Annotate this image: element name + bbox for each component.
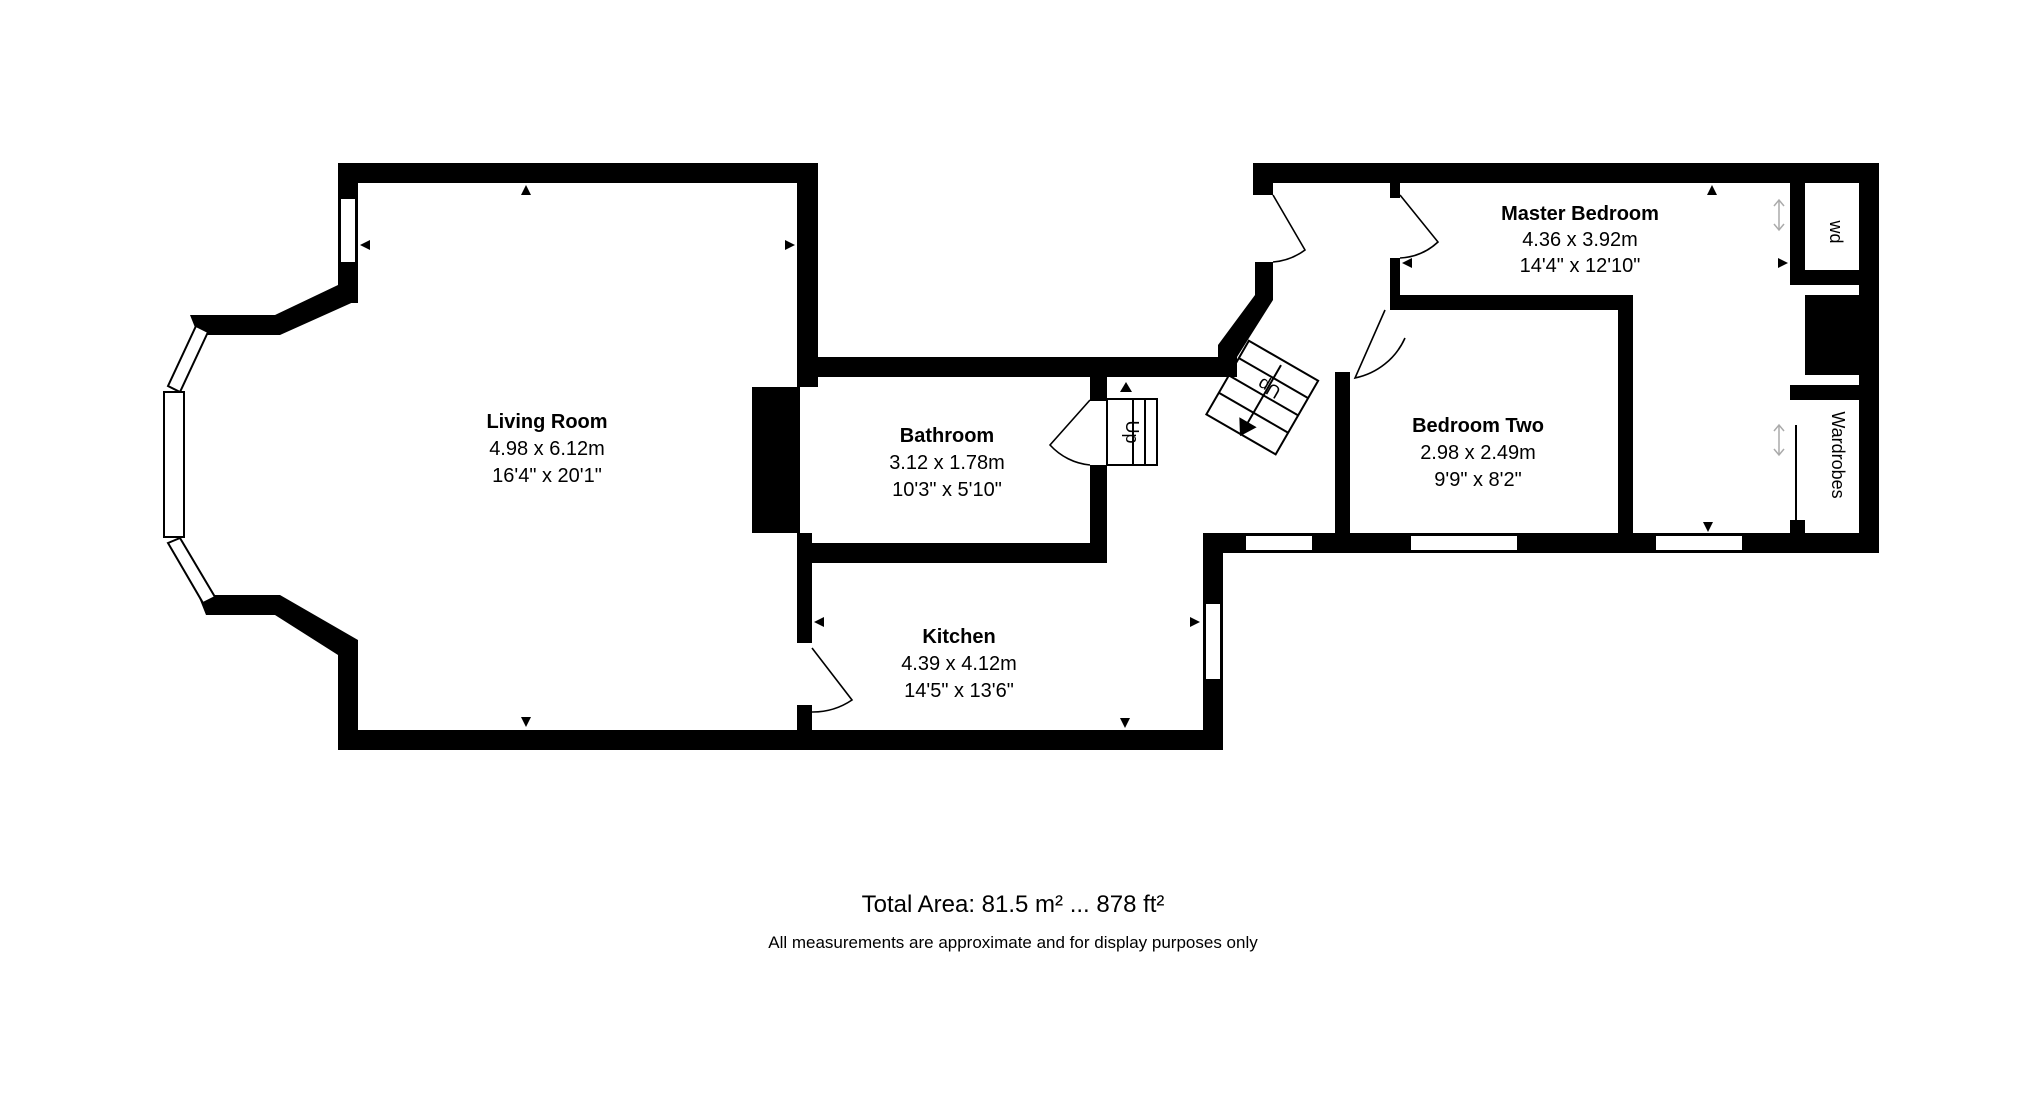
kitchen-label: Kitchen 4.39 x 4.12m 14'5" x 13'6" (901, 626, 1017, 702)
master-bedroom-label: Master Bedroom 4.36 x 3.92m 14'4" x 12'1… (1501, 203, 1659, 277)
window (1244, 534, 1314, 552)
master-bedroom-metric: 4.36 x 3.92m (1522, 229, 1638, 251)
living-room-name: Living Room (486, 411, 607, 433)
wd-label: wd (1826, 219, 1846, 243)
kitchen-metric: 4.39 x 4.12m (901, 653, 1017, 675)
bedroom-two-label: Bedroom Two 2.98 x 2.49m 9'9" x 8'2" (1412, 415, 1544, 491)
master-bedroom-imperial: 14'4" x 12'10" (1520, 255, 1641, 277)
stairs-up-label-2: Up (1254, 374, 1284, 403)
living-room-label: Living Room 4.98 x 6.12m 16'4" x 20'1" (486, 411, 607, 487)
window (166, 536, 217, 605)
window (163, 391, 185, 538)
master-bedroom-walls (1253, 163, 1879, 553)
bathroom-metric: 3.12 x 1.78m (889, 452, 1005, 474)
bedroom-windows (1244, 534, 1744, 552)
window (1409, 534, 1519, 552)
bedroom-two-name: Bedroom Two (1412, 415, 1544, 437)
bathroom-name: Bathroom (900, 425, 994, 447)
living-room-windows (163, 197, 357, 605)
bedroom-two-imperial: 9'9" x 8'2" (1434, 469, 1521, 491)
window (339, 197, 357, 264)
bathroom-imperial: 10'3" x 5'10" (892, 479, 1002, 501)
kitchen-name: Kitchen (922, 626, 995, 648)
kitchen-imperial: 14'5" x 13'6" (904, 680, 1014, 702)
disclaimer: All measurements are approximate and for… (768, 933, 1258, 952)
bedroom-two-metric: 2.98 x 2.49m (1420, 442, 1536, 464)
stairs-main (1204, 339, 1320, 456)
total-area: Total Area: 81.5 m² ... 878 ft² (862, 891, 1165, 918)
bathroom-label: Bathroom 3.12 x 1.78m 10'3" x 5'10" (889, 425, 1005, 501)
stairs-small (1106, 382, 1158, 466)
wardrobe-arrows (1773, 198, 1785, 457)
hall-walls (1218, 262, 1273, 357)
kitchen-window (1204, 602, 1222, 681)
living-room-metric: 4.98 x 6.12m (489, 438, 605, 460)
kitchen-walls (1203, 533, 1879, 750)
stairs-up-label: Up (1122, 420, 1142, 443)
bathroom-walls (797, 357, 1237, 563)
window (1654, 534, 1744, 552)
wardrobes-label: Wardrobes (1828, 411, 1848, 498)
living-room-imperial: 16'4" x 20'1" (492, 465, 602, 487)
dimension-markers (360, 185, 1788, 728)
master-bedroom-name: Master Bedroom (1501, 203, 1659, 225)
doors (811, 194, 1440, 713)
wardrobe-lines (1795, 215, 1861, 520)
window (166, 324, 210, 394)
